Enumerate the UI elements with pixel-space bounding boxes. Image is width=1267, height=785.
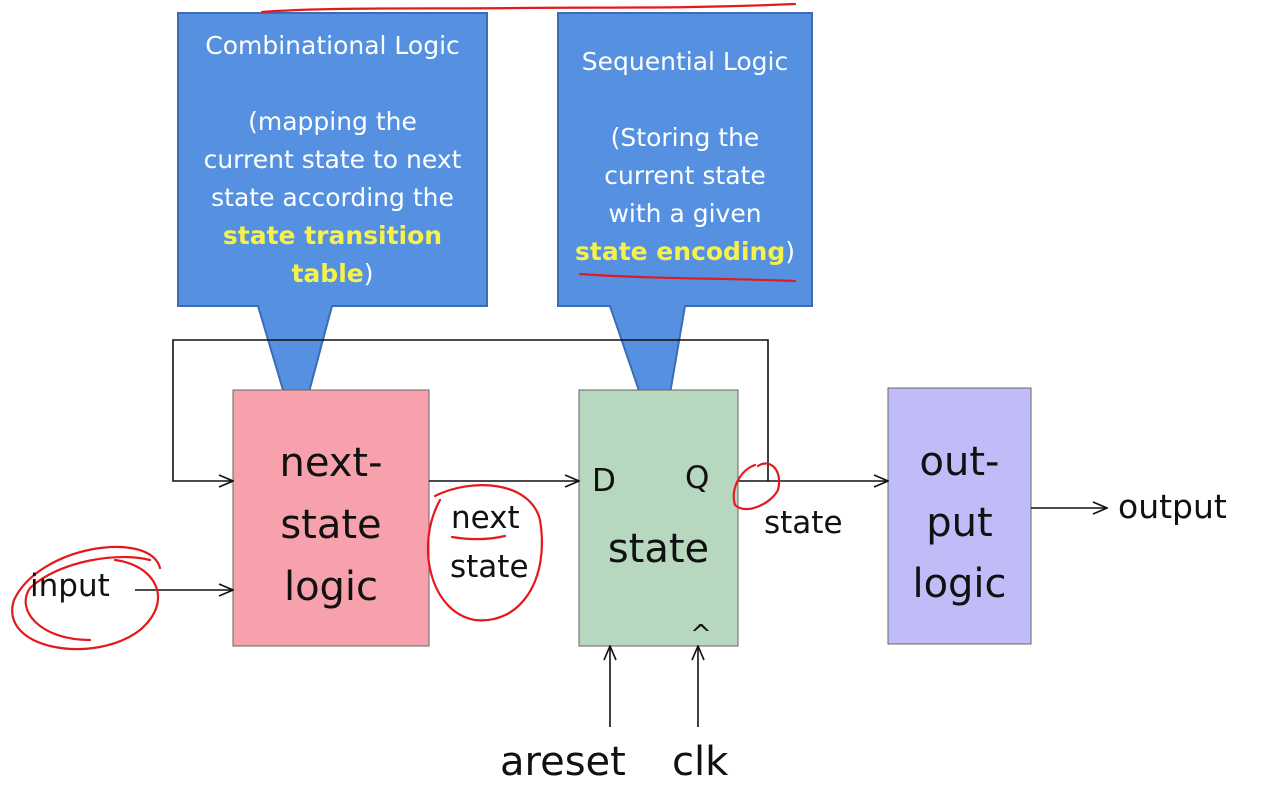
input-label: input [30, 568, 110, 604]
next-state-label-line2: state [450, 549, 529, 585]
combinational-callout-title: Combinational Logic [205, 31, 460, 60]
top-scribble-annotation [260, 2, 797, 14]
state-encoding-highlight: state encoding [575, 237, 786, 266]
state-register-block [578, 389, 739, 647]
output-logic-line2: put [926, 500, 993, 546]
sequential-callout-title: Sequential Logic [581, 47, 789, 76]
combinational-callout-line3: state according the [211, 183, 454, 212]
state-transition-highlight: state transition [222, 221, 443, 250]
combinational-callout-tail: ) [363, 259, 374, 288]
sequential-callout-tail: ) [785, 237, 795, 266]
next-state-logic-line1: next- [279, 440, 383, 486]
q-circle-annotation [732, 462, 781, 511]
combinational-callout-line1: (mapping the [248, 107, 417, 136]
input-circle-annotation-2 [24, 555, 152, 642]
sequential-callout-line3: with a given [608, 199, 762, 228]
table-highlight: table [291, 259, 364, 288]
next-state-logic-line2: state [280, 502, 382, 548]
areset-label: areset [500, 739, 626, 785]
next-state-logic-label: next- state logic [233, 432, 429, 618]
next-state-label-line1: next [451, 500, 520, 536]
output-logic-block [887, 387, 1032, 645]
state-feedback-wire [172, 339, 769, 481]
next-underline-annotation [450, 534, 507, 541]
next-state-logic-block [232, 389, 430, 647]
combinational-callout-line2: current state to next [203, 145, 462, 174]
next-state-circle-annotation [426, 484, 543, 622]
state-signal-label: state [764, 505, 843, 541]
sequential-callout-line1: (Storing the [610, 123, 760, 152]
sequential-callout-text: Sequential Logic (Storing the current st… [562, 43, 808, 271]
state-encoding-underline [578, 272, 797, 283]
output-label: output [1118, 487, 1227, 526]
output-logic-label: out- put logic [888, 432, 1031, 615]
state-register-label: state [607, 526, 710, 572]
next-state-logic-line3: logic [283, 564, 379, 610]
output-logic-line3: logic [912, 561, 1007, 607]
input-circle-annotation [11, 545, 162, 651]
combinational-callout-text: Combinational Logic (mapping the current… [185, 27, 480, 293]
combinational-logic-callout [177, 12, 488, 441]
q-port-label: Q [685, 460, 710, 496]
sequential-logic-callout [557, 12, 813, 453]
clk-label: clk [672, 739, 729, 785]
clock-mark: ^ [690, 620, 712, 650]
sequential-callout-line2: current state [604, 161, 766, 190]
output-logic-line1: out- [919, 439, 1000, 485]
d-port-label: D [592, 463, 616, 499]
red-annotations [11, 2, 797, 651]
